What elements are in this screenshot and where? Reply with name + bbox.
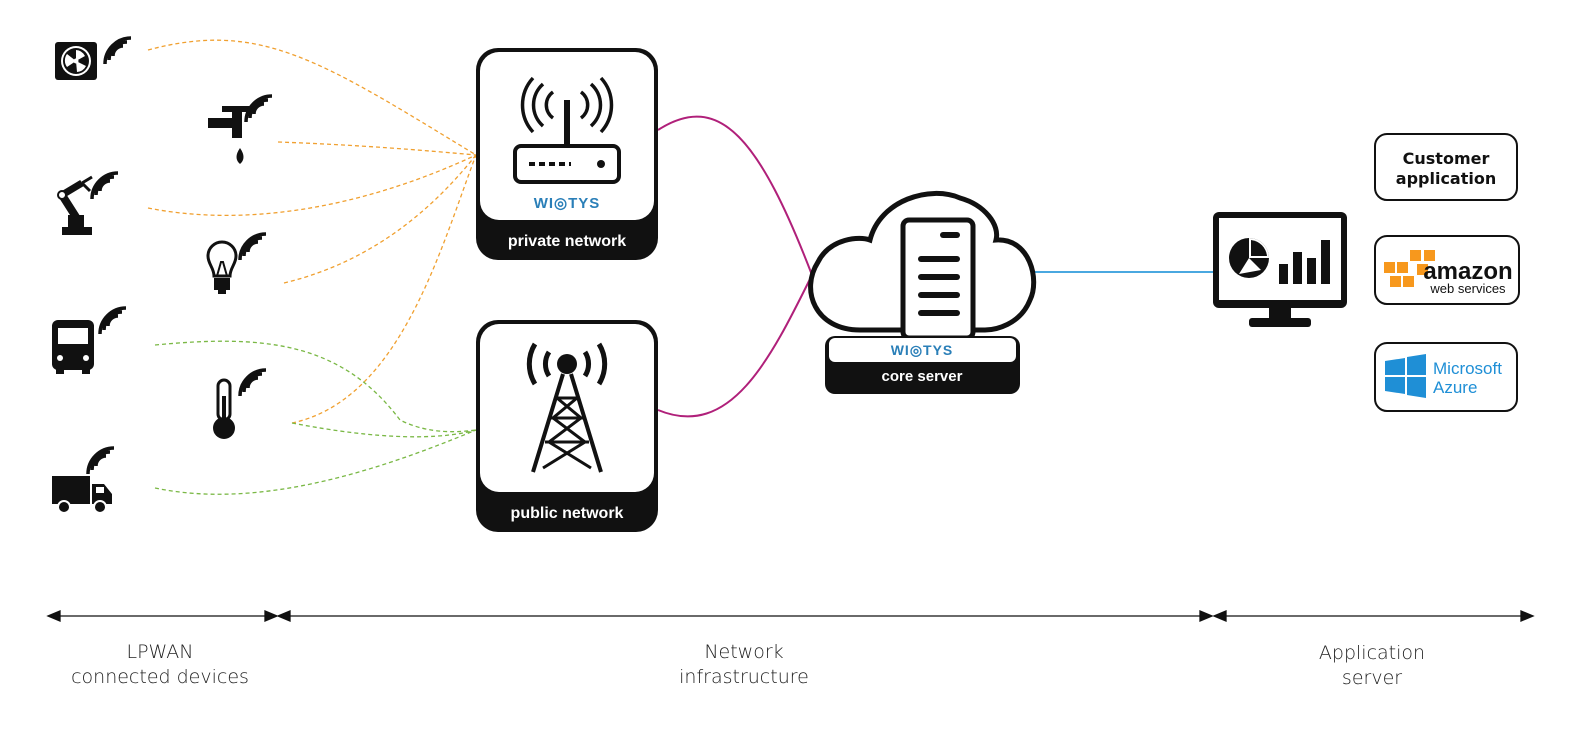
link-robot	[147, 154, 477, 216]
core-server-label: core server	[882, 368, 963, 385]
windows-logo-icon	[1385, 354, 1426, 398]
private-network-box[interactable]: WI◎TYS private network	[476, 48, 658, 260]
faucet-device	[208, 94, 274, 164]
amazon-word: amazon	[1423, 258, 1512, 285]
link-thermo-private	[291, 154, 477, 424]
link-thermo-public	[291, 422, 477, 438]
section-infra-line1: Network	[704, 641, 784, 663]
amazon-subtext: web services	[1429, 281, 1506, 296]
link-bus	[154, 340, 477, 433]
link-faucet	[277, 141, 477, 156]
public-network-label: public network	[511, 505, 624, 522]
faucet-icon	[208, 106, 250, 164]
antenna-tower-icon	[526, 342, 608, 473]
router-icon	[513, 76, 621, 184]
private-network-label: private network	[508, 233, 626, 250]
customer-app-line2: application	[1396, 169, 1496, 188]
wireless-signal-icon	[238, 368, 268, 398]
bus-device	[52, 306, 128, 374]
light-bulb-icon	[206, 240, 238, 294]
microsoft-azure-card[interactable]: Microsoft Azure	[1374, 342, 1518, 412]
link-truck	[154, 429, 477, 495]
section-app-line2: server	[1341, 667, 1403, 689]
section-label-infrastructure: Network infrastructure	[624, 640, 864, 690]
amazon-web-services-card[interactable]: amazon web services	[1374, 235, 1520, 305]
core-server[interactable]: WI◎TYS core server	[808, 190, 1037, 394]
link-fan	[147, 39, 477, 156]
thermometer-icon	[213, 378, 235, 439]
private-links	[147, 39, 477, 424]
section-devices-line2: connected devices	[71, 666, 249, 688]
public-links	[154, 340, 477, 495]
backhaul-private	[657, 115, 813, 276]
cloud-server-icon	[808, 190, 1037, 341]
wireless-signal-icon	[98, 306, 128, 336]
robot-arm-device	[57, 171, 120, 235]
section-app-line1: Application	[1318, 642, 1426, 664]
wireless-signal-icon	[244, 94, 274, 124]
dashboard-monitor-icon	[1213, 212, 1347, 327]
thermometer-device	[213, 368, 268, 439]
wireless-signal-icon	[90, 171, 120, 201]
customer-app-line1: Customer	[1403, 149, 1490, 168]
azure-line1: Microsoft	[1433, 359, 1502, 378]
section-label-application: Application server	[1252, 641, 1492, 691]
section-devices-line1: LPWAN	[126, 641, 194, 663]
private-network-brand: WI◎TYS	[534, 195, 601, 212]
public-network-box[interactable]: public network	[476, 320, 658, 532]
section-infra-line2: infrastructure	[679, 666, 809, 688]
customer-application-card[interactable]: Customer application	[1374, 133, 1518, 201]
truck-device	[52, 446, 116, 514]
link-bulb	[283, 154, 477, 284]
fan-device	[55, 36, 133, 80]
section-arrows	[46, 610, 1535, 622]
core-server-brand: WI◎TYS	[891, 342, 954, 358]
fan-icon	[55, 42, 97, 80]
wireless-signal-icon	[238, 232, 268, 262]
truck-icon	[52, 476, 112, 514]
bus-icon	[52, 320, 94, 374]
backhaul-links	[657, 115, 813, 418]
azure-line2: Azure	[1433, 378, 1477, 397]
wireless-signal-icon	[103, 36, 133, 66]
backhaul-public	[657, 274, 813, 418]
wireless-signal-icon	[86, 446, 116, 476]
section-label-devices: LPWAN connected devices	[40, 640, 280, 690]
aws-cubes-icon	[1384, 250, 1435, 287]
robot-arm-icon	[57, 175, 93, 235]
bulb-device	[206, 232, 268, 294]
